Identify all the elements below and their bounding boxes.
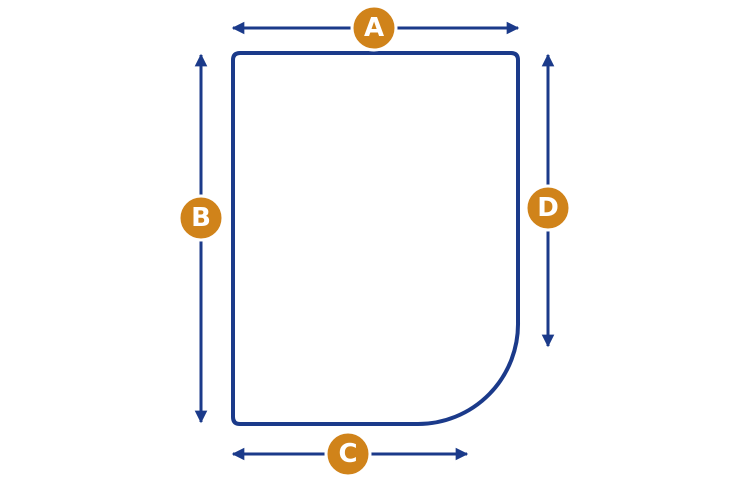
dimension-c: C — [231, 430, 469, 478]
dimension-a: A — [231, 4, 520, 52]
label-c-badge — [324, 430, 372, 478]
label-d-badge — [524, 184, 572, 232]
dimension-b: B — [177, 53, 225, 424]
label-d-text: D — [537, 193, 559, 223]
dimension-d: D — [524, 53, 572, 348]
label-a-text: A — [364, 13, 384, 43]
label-b-badge — [177, 194, 225, 242]
label-b-text: B — [191, 203, 211, 233]
label-c-text: C — [338, 439, 357, 469]
label-a-badge — [350, 4, 398, 52]
tray-outline — [231, 51, 521, 426]
